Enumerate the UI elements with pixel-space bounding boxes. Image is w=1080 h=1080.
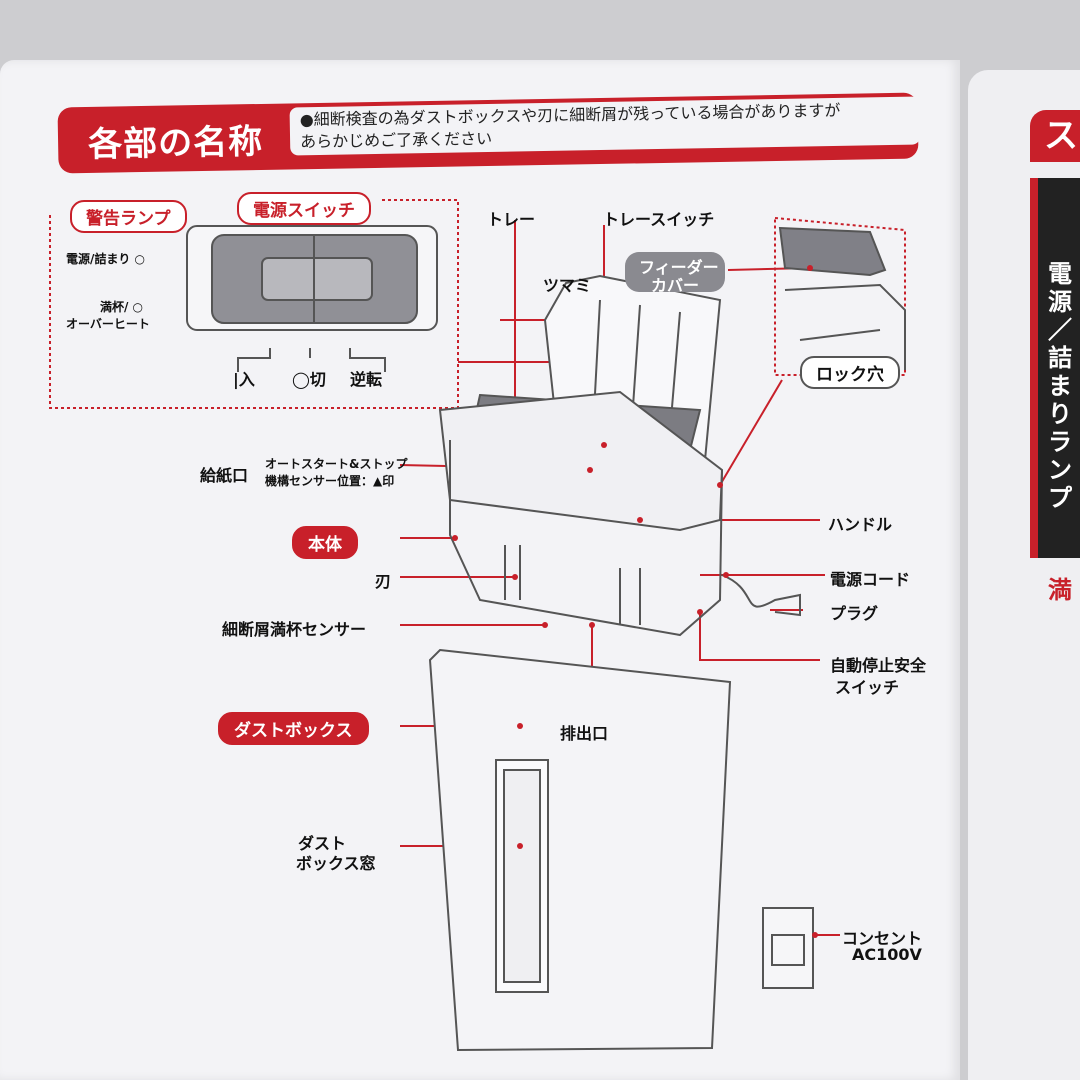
window-label-2: ボックス窓 xyxy=(296,854,376,873)
next-page-tab: ス xyxy=(1030,110,1080,162)
next-page-accent-bar xyxy=(1030,178,1038,558)
power-switch-badge: 電源スイッチ xyxy=(237,192,371,225)
tray-label: トレー xyxy=(487,210,536,229)
socket-label-1: コンセント xyxy=(842,929,923,948)
lamp-power-label: 電源/詰まり ○ xyxy=(66,252,146,266)
power-cord-label: 電源コード xyxy=(830,570,911,589)
blade-label: 刃 xyxy=(375,572,392,591)
paper-slot-note-1: オートスタート&ストップ xyxy=(265,457,408,471)
lock-hole-badge: ロック穴 xyxy=(800,356,900,389)
next-page-vertical-text: 電源／詰まりランプ xyxy=(1048,260,1072,512)
auto-stop-label-2: スイッチ xyxy=(835,678,900,697)
next-page-fragment: 満 xyxy=(1048,576,1072,604)
switch-off-label: ◯切 xyxy=(292,370,326,389)
socket-label-2: AC100V xyxy=(852,945,922,964)
switch-reverse-label: 逆転 xyxy=(350,370,383,389)
lamp-full-label-1: 満杯/ ○ xyxy=(100,300,144,314)
paper-slot-note-2: 機構センサー位置：▲印 xyxy=(265,474,395,488)
next-page-dark-panel xyxy=(1038,178,1080,558)
handle-label: ハンドル xyxy=(828,515,893,534)
warning-lamp-badge: 警告ランプ xyxy=(70,200,187,233)
tray-switch-label: トレースイッチ xyxy=(603,210,715,229)
plug-label: プラグ xyxy=(830,604,879,623)
body-badge: 本体 xyxy=(292,526,358,559)
feeder-cover-label-1: フィーダー xyxy=(639,258,719,277)
full-sensor-label: 細断屑満杯センサー xyxy=(222,620,367,639)
knob-label: ツマミ xyxy=(543,276,592,295)
paper-slot-label: 給紙口 xyxy=(200,466,249,485)
feeder-cover-label-2: カバー xyxy=(651,276,700,295)
dust-box-badge: ダストボックス xyxy=(218,712,369,745)
auto-stop-label-1: 自動停止安全 xyxy=(830,656,927,675)
switch-on-label: |入 xyxy=(233,370,255,389)
feeder-cover-badge: フィーダー カバー xyxy=(625,252,725,295)
next-page: ス 電源／詰まりランプ 満 xyxy=(968,70,1080,1080)
outlet-label: 排出口 xyxy=(560,724,609,743)
lamp-full-label-2: オーバーヒート xyxy=(66,317,150,331)
window-label-1: ダスト xyxy=(298,834,347,853)
